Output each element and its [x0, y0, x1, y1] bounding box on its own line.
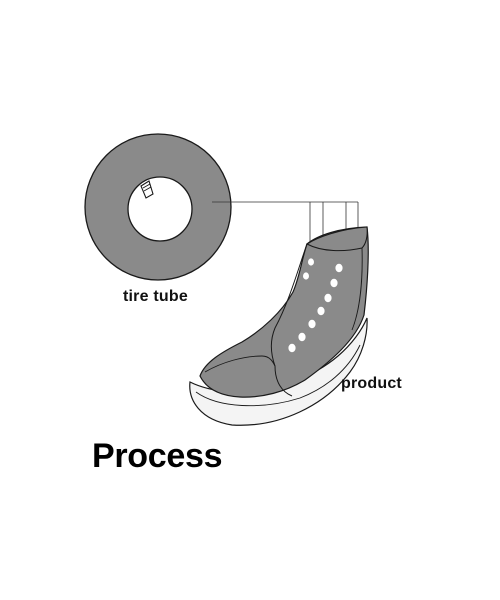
shoe-heel-seam: [351, 247, 363, 331]
shoe-toe-line: [204, 355, 276, 373]
product-label: product: [341, 375, 402, 392]
shoe-lace-panel: [270, 243, 308, 367]
high-top-sneaker-icon: [189, 226, 369, 426]
tire-tube-label: tire tube: [123, 288, 188, 305]
tire-tube-icon: [84, 133, 232, 281]
shoe-collar: [305, 226, 368, 252]
shoe-eyelets: [288, 258, 343, 353]
tire-tube-hole: [127, 176, 193, 242]
shoe-toe-cap: [274, 365, 293, 397]
valve-stem-icon: [140, 180, 154, 199]
page-title: Process: [92, 437, 223, 475]
shoe-sole-line: [195, 344, 361, 407]
